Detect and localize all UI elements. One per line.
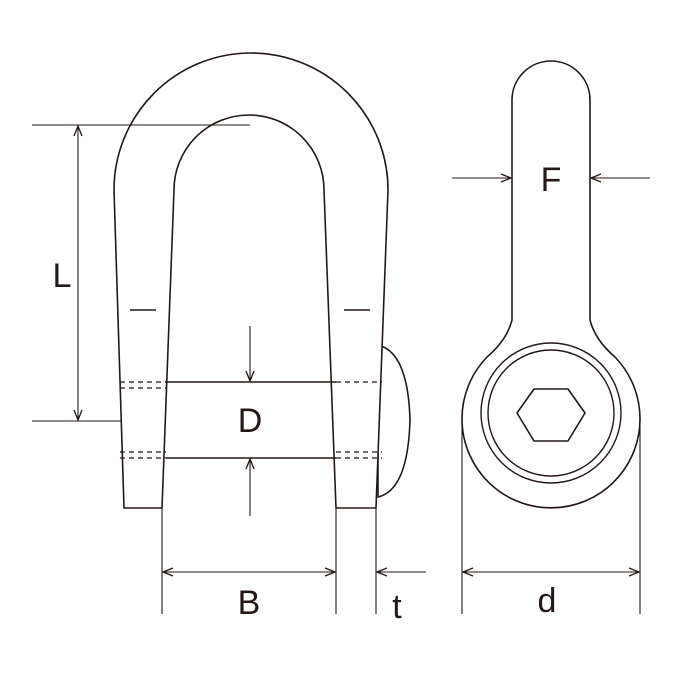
side-profile bbox=[461, 60, 641, 509]
label-D: D bbox=[238, 402, 263, 440]
hex-socket-icon bbox=[516, 388, 586, 442]
pin-head-inner-ring bbox=[487, 349, 615, 477]
label-B: B bbox=[238, 584, 261, 622]
label-d: d bbox=[538, 582, 557, 620]
side-view: F d bbox=[452, 60, 650, 620]
label-L: L bbox=[53, 257, 72, 295]
pin-head-ring bbox=[480, 342, 622, 484]
label-F: F bbox=[541, 161, 562, 199]
pin-head bbox=[377, 344, 411, 498]
front-view: L D B t bbox=[32, 52, 426, 626]
shackle-bow bbox=[113, 52, 389, 509]
label-t: t bbox=[392, 588, 402, 626]
